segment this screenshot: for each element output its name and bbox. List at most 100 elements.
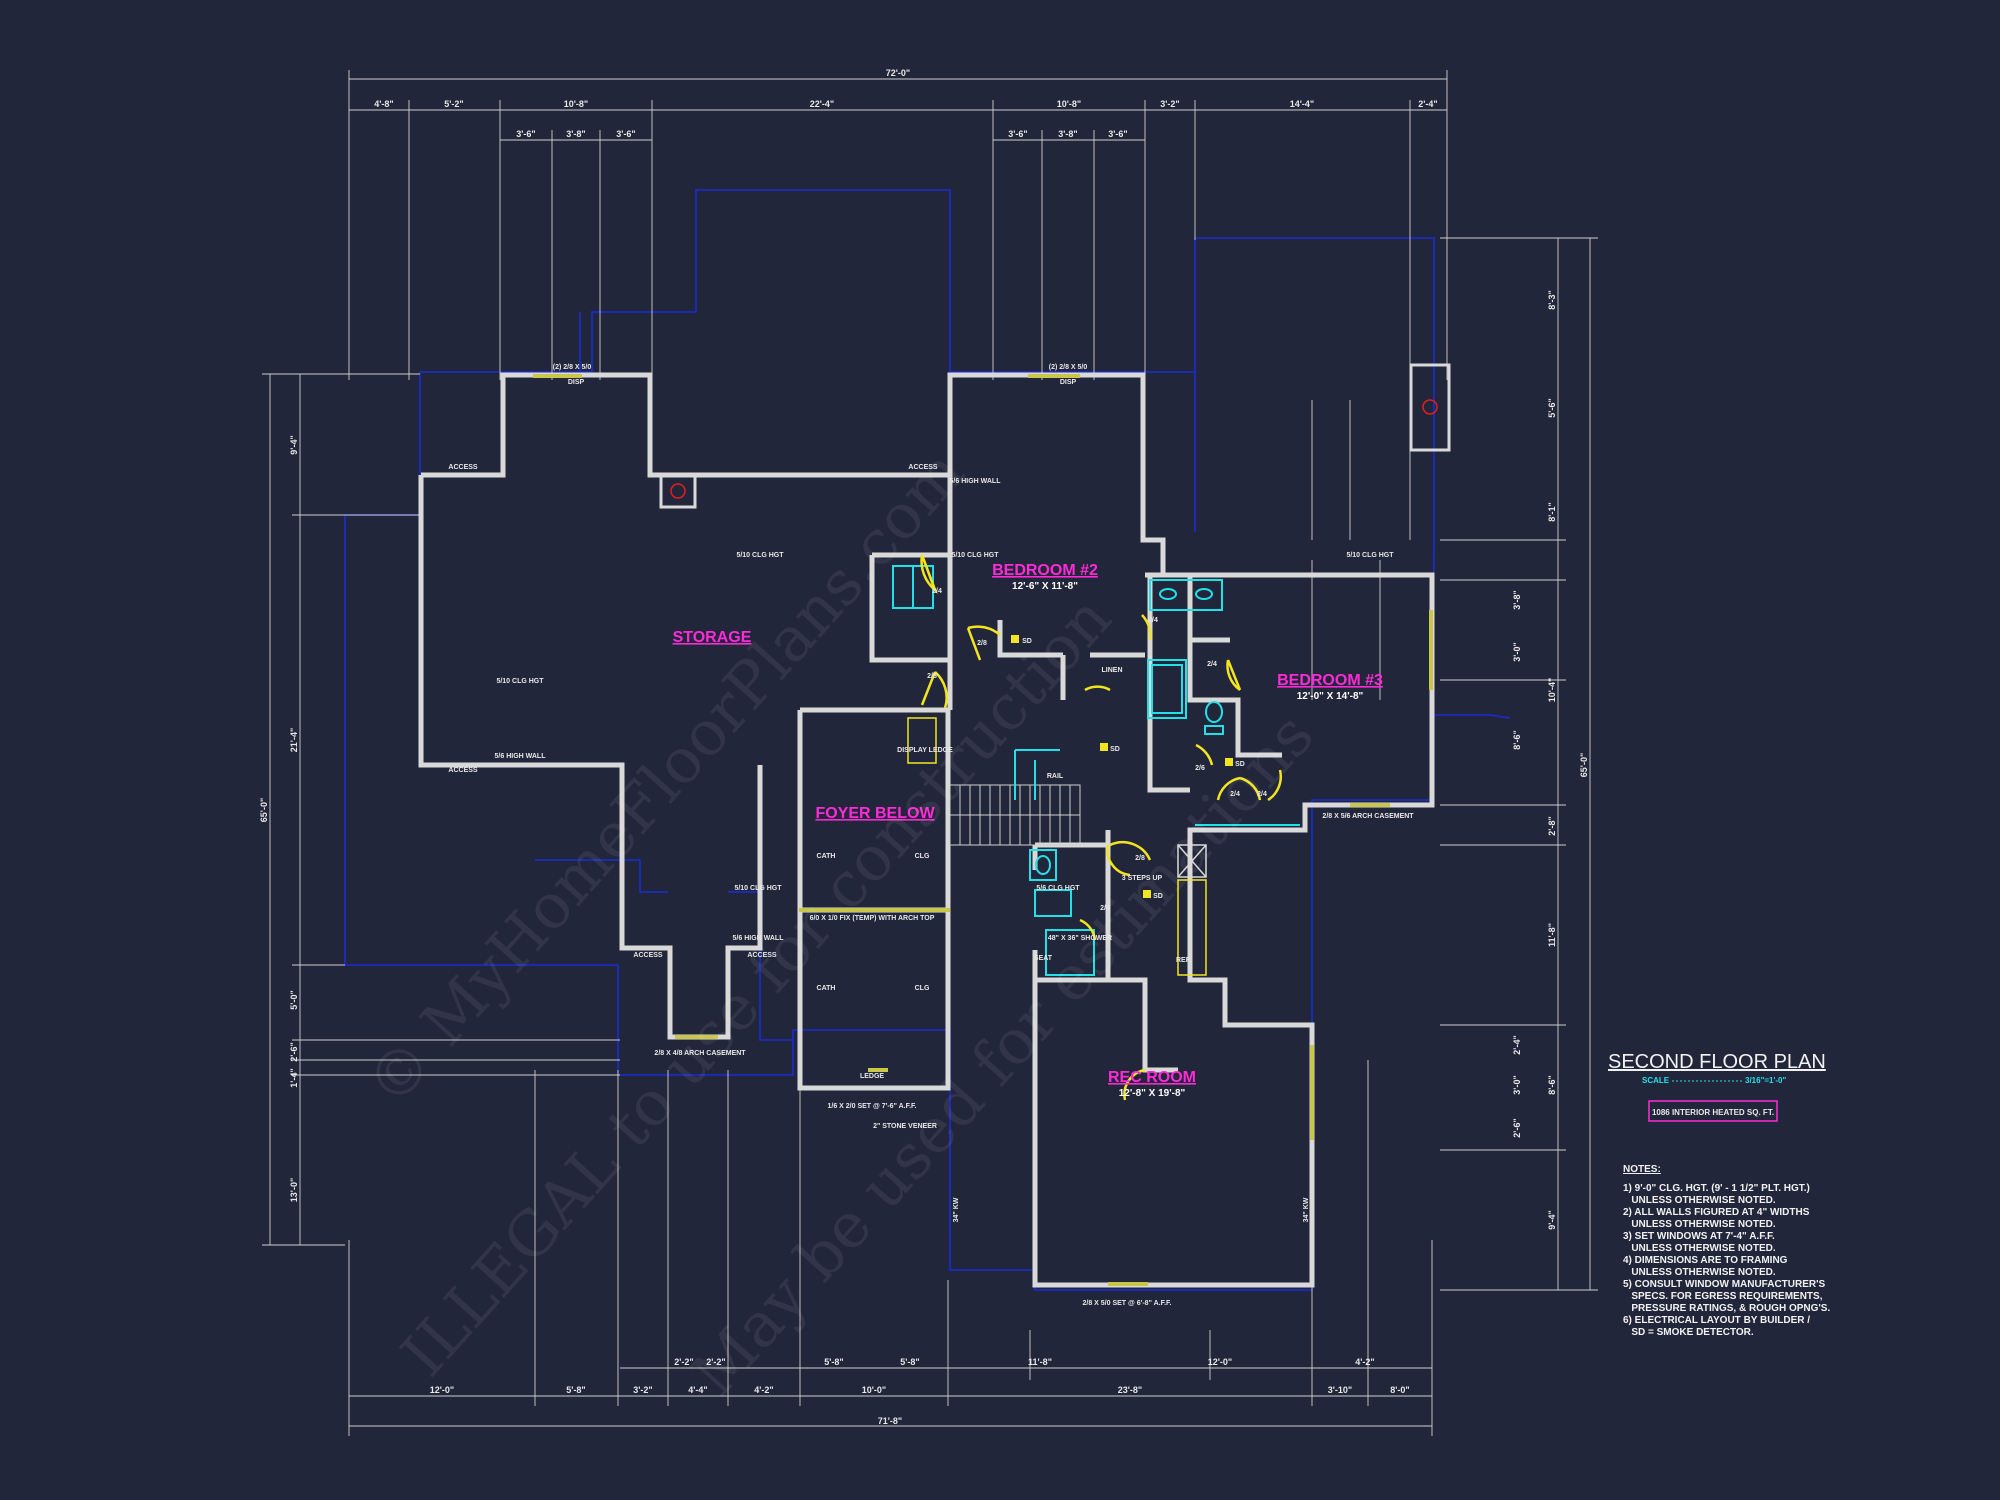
- room-rec-label: REC ROOM: [1108, 1069, 1196, 1086]
- svg-text:8'-6": 8'-6": [1512, 730, 1522, 749]
- svg-text:23'-8": 23'-8": [1118, 1385, 1142, 1395]
- svg-text:2/4: 2/4: [1257, 791, 1267, 798]
- svg-text:2/8: 2/8: [1135, 855, 1145, 862]
- svg-text:CATH: CATH: [817, 985, 836, 992]
- note-line: UNLESS OTHERWISE NOTED.: [1623, 1267, 1776, 1278]
- svg-text:11'-8": 11'-8": [1028, 1357, 1052, 1367]
- note-line: UNLESS OTHERWISE NOTED.: [1623, 1243, 1776, 1254]
- svg-text:9'-4": 9'-4": [1547, 1210, 1557, 1229]
- note-line: 3) SET WINDOWS AT 7'-4" A.F.F.: [1623, 1231, 1775, 1242]
- svg-text:2'-6": 2'-6": [1512, 1118, 1522, 1137]
- left-dimensions: 65'-0" 9'-4" 21'-4" 5'-0" 2'-6" 1'-4" 13…: [259, 435, 299, 1202]
- svg-text:10'-4": 10'-4": [1547, 678, 1557, 702]
- svg-text:5/10 CLG HGT: 5/10 CLG HGT: [496, 678, 544, 685]
- svg-text:34" KW: 34" KW: [1303, 1197, 1310, 1222]
- svg-text:5/10 CLG HGT: 5/10 CLG HGT: [734, 885, 782, 892]
- svg-text:CLG: CLG: [915, 853, 930, 860]
- note-line: 6) ELECTRICAL LAYOUT BY BUILDER /: [1623, 1315, 1810, 1326]
- svg-text:3'-0": 3'-0": [1512, 1075, 1522, 1094]
- svg-text:(2) 2/8 X 5/0: (2) 2/8 X 5/0: [553, 364, 592, 371]
- svg-text:65'-0": 65'-0": [1579, 753, 1589, 777]
- note-line: 1) 9'-0" CLG. HGT. (9' - 1 1/2" PLT. HGT…: [1623, 1183, 1810, 1194]
- svg-text:6/0 X 1/0 FIX (TEMP) WITH ARCH: 6/0 X 1/0 FIX (TEMP) WITH ARCH TOP: [810, 915, 935, 922]
- svg-text:5/6 CLG HGT: 5/6 CLG HGT: [1036, 885, 1080, 892]
- svg-text:4'-2": 4'-2": [1355, 1357, 1374, 1367]
- svg-text:14'-4": 14'-4": [1290, 99, 1314, 109]
- svg-text:8'-1": 8'-1": [1547, 502, 1557, 521]
- room-foyer-label: FOYER BELOW: [815, 805, 935, 822]
- svg-text:SEAT: SEAT: [1034, 955, 1053, 962]
- doors: [920, 554, 1282, 1101]
- svg-text:4'-2": 4'-2": [754, 1385, 773, 1395]
- svg-text:REF: REF: [1176, 957, 1191, 964]
- svg-text:72'-0": 72'-0": [886, 68, 910, 78]
- svg-text:12'-0": 12'-0": [1208, 1357, 1232, 1367]
- title-block: SECOND FLOOR PLAN SCALE 3/16"=1'-0" 1086…: [1608, 1051, 1826, 1122]
- svg-text:SD: SD: [1022, 638, 1032, 645]
- svg-text:8'-0": 8'-0": [1390, 1385, 1409, 1395]
- svg-text:2/8: 2/8: [927, 673, 937, 680]
- svg-text:ACCESS: ACCESS: [448, 767, 478, 774]
- svg-text:2" STONE VENEER: 2" STONE VENEER: [873, 1123, 937, 1130]
- svg-text:5'-0": 5'-0": [289, 990, 299, 1009]
- svg-text:3'-8": 3'-8": [1512, 590, 1522, 609]
- note-line: 2) ALL WALLS FIGURED AT 4" WIDTHS: [1623, 1207, 1810, 1218]
- right-dimensions: 65'-0" 8'-3" 5'-6" 8'-1" 3'-8" 3'-0" 10'…: [1512, 290, 1589, 1229]
- svg-text:5'-6": 5'-6": [1547, 398, 1557, 417]
- plan-title: SECOND FLOOR PLAN: [1608, 1051, 1826, 1073]
- svg-text:11'-8": 11'-8": [1547, 923, 1557, 947]
- svg-text:DISP: DISP: [568, 379, 585, 386]
- svg-text:5/10 CLG HGT: 5/10 CLG HGT: [951, 552, 999, 559]
- note-line: SPECS. FOR EGRESS REQUIREMENTS,: [1623, 1291, 1823, 1302]
- svg-text:3'-2": 3'-2": [633, 1385, 652, 1395]
- room-bedroom3-size: 12'-0" X 14'-8": [1297, 691, 1364, 702]
- svg-text:3 STEPS UP: 3 STEPS UP: [1122, 875, 1163, 882]
- svg-text:5/6 HIGH WALL: 5/6 HIGH WALL: [733, 935, 785, 942]
- svg-text:3'-10": 3'-10": [1328, 1385, 1352, 1395]
- svg-text:RAIL: RAIL: [1047, 773, 1064, 780]
- svg-text:CLG: CLG: [915, 985, 930, 992]
- svg-text:3'-6": 3'-6": [616, 129, 635, 139]
- svg-text:2'-8": 2'-8": [1547, 816, 1557, 835]
- room-storage-label: STORAGE: [673, 629, 752, 646]
- svg-text:2/4: 2/4: [932, 588, 942, 595]
- svg-text:10'-8": 10'-8": [1057, 99, 1081, 109]
- svg-text:5/10 CLG HGT: 5/10 CLG HGT: [736, 552, 784, 559]
- note-line: PRESSURE RATINGS, & ROUGH OPNG'S.: [1623, 1303, 1830, 1314]
- svg-text:8'-6": 8'-6": [1547, 1075, 1557, 1094]
- bath-fixtures: [892, 565, 1300, 976]
- svg-text:5'-8": 5'-8": [566, 1385, 585, 1395]
- svg-text:4'-8": 4'-8": [374, 99, 393, 109]
- svg-text:2'-2": 2'-2": [674, 1357, 693, 1367]
- svg-text:10'-0": 10'-0": [862, 1385, 886, 1395]
- walls: [418, 372, 1435, 1288]
- svg-text:48" X 36" SHOWER: 48" X 36" SHOWER: [1048, 935, 1112, 942]
- svg-text:ACCESS: ACCESS: [747, 952, 777, 959]
- smoke-detectors: [1011, 635, 1233, 898]
- scale-value: 3/16"=1'-0": [1745, 1076, 1787, 1085]
- room-bedroom2-size: 12'-6" X 11'-8": [1012, 581, 1078, 592]
- svg-text:22'-4": 22'-4": [810, 99, 834, 109]
- svg-text:65'-0": 65'-0": [259, 798, 269, 822]
- svg-text:SD: SD: [1153, 893, 1163, 900]
- dimension-lines: [262, 70, 1598, 1436]
- svg-text:SD: SD: [1110, 746, 1120, 753]
- watermark: © MyHomeFloorPlans.com ILLEGAL to use fo…: [352, 436, 1328, 1410]
- svg-text:2/4: 2/4: [1207, 661, 1217, 668]
- svg-text:8'-3": 8'-3": [1547, 290, 1557, 309]
- svg-text:3'-6": 3'-6": [516, 129, 535, 139]
- room-labels: STORAGE BEDROOM #2 12'-6" X 11'-8" BEDRO…: [673, 562, 1383, 1099]
- svg-text:3'-2": 3'-2": [1160, 99, 1179, 109]
- area-badge-box: [1648, 1100, 1778, 1122]
- notes-heading: NOTES:: [1623, 1164, 1661, 1175]
- room-bedroom3-label: BEDROOM #3: [1277, 672, 1383, 689]
- svg-text:2'-4": 2'-4": [1418, 99, 1437, 109]
- svg-text:May be used for estimations: May be used for estimations: [677, 699, 1328, 1410]
- bottom-dimensions: 71'-8" 12'-0" 5'-8" 3'-2" 4'-4" 4'-2" 10…: [430, 1357, 1410, 1426]
- svg-text:2'-6": 2'-6": [289, 1042, 299, 1061]
- svg-text:9'-4": 9'-4": [289, 435, 299, 454]
- note-line: SD = SMOKE DETECTOR.: [1623, 1327, 1754, 1338]
- roof-outline: [344, 189, 1511, 1291]
- svg-text:10'-8": 10'-8": [564, 99, 588, 109]
- svg-text:2/8: 2/8: [977, 640, 987, 647]
